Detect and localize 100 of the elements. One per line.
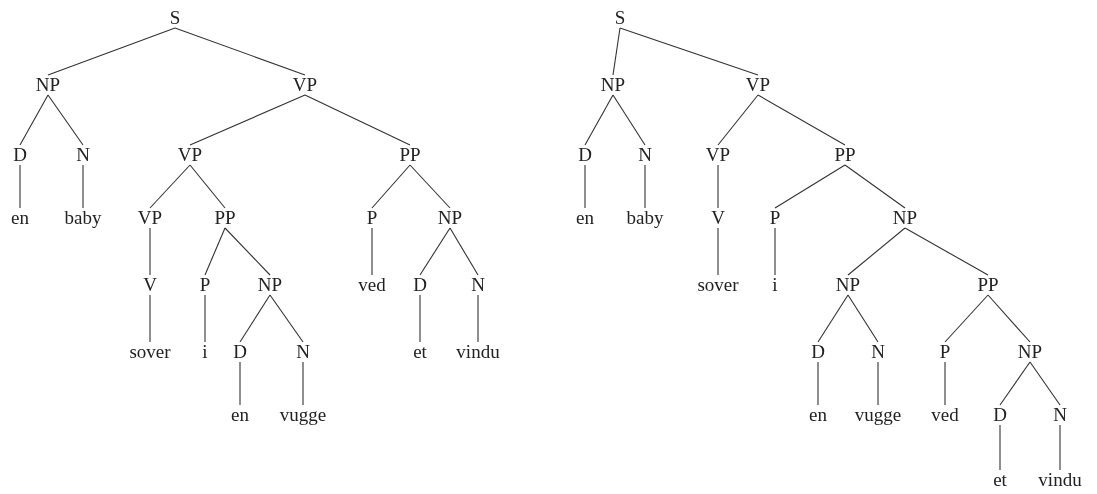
category-label: D [412,274,428,296]
tree-branch [19,94,49,146]
category-label: P [365,207,379,229]
category-label: S [613,7,627,29]
tree-branch [409,164,451,209]
tree-branch [584,94,614,146]
category-label: VP [136,207,164,229]
category-label: PP [833,144,857,166]
category-label: VP [291,74,319,96]
category-label: NP [34,74,62,96]
tree-branch [757,94,846,146]
word-label: en [10,207,30,229]
word-label: et [992,469,1008,491]
word-label: vugge [853,404,903,426]
word-label: vindu [455,341,501,363]
tree-branch [847,294,879,343]
tree-branch [47,27,176,76]
tree-branch [612,27,621,76]
category-label: N [1052,404,1068,426]
word-label: i [771,274,779,296]
tree-branch [189,164,226,209]
word-label: vugge [278,404,328,426]
word-label: en [230,404,250,426]
word-label: vindu [1037,469,1083,491]
category-label: NP [834,274,862,296]
category-label: N [870,341,886,363]
category-label: P [938,341,952,363]
tree-branch [239,294,271,343]
category-label: D [992,404,1008,426]
category-label: N [75,144,91,166]
category-label: N [470,274,486,296]
word-label: baby [63,207,103,229]
category-label: V [710,207,726,229]
tree-branch [419,294,421,343]
tree-branch [189,94,306,146]
tree-branch [47,94,84,146]
word-label: sover [128,341,172,363]
category-label: D [810,341,826,363]
category-label: D [232,341,248,363]
tree-branch [224,227,271,276]
tree-branch [944,294,989,343]
tree-branch [877,361,879,406]
word-label: i [201,341,209,363]
tree-branch [239,361,241,406]
tree-branch [817,294,849,343]
tree-branch [304,94,411,146]
word-label: baby [625,207,665,229]
tree-branch [999,424,1001,471]
tree-branch [371,227,373,276]
word-label: en [575,207,595,229]
tree-branch [717,94,759,146]
category-label: VP [744,74,772,96]
category-label: VP [176,144,204,166]
tree-branch [477,294,479,343]
tree-branch [149,294,151,343]
tree-branch [174,27,306,76]
tree-branch [82,164,84,209]
category-label: NP [599,74,627,96]
tree-branch [847,227,906,276]
category-label: D [577,144,593,166]
category-label: D [12,144,28,166]
word-label: ved [357,274,387,296]
tree-branch [302,361,304,406]
tree-branch [844,164,906,209]
category-label: PP [976,274,1000,296]
tree-branch [619,27,759,76]
category-label: P [768,207,782,229]
tree-branch [449,227,479,276]
tree-branch [817,361,819,406]
tree-branch [987,294,1031,343]
tree-branch [944,361,946,406]
category-label: NP [1016,341,1044,363]
tree-branch [371,164,411,209]
tree-branch [419,227,451,276]
word-label: ved [930,404,960,426]
tree-branch [149,164,191,209]
word-label: en [808,404,828,426]
tree-branch [774,164,846,209]
category-label: VP [704,144,732,166]
category-label: PP [398,144,422,166]
category-label: NP [891,207,919,229]
tree-branch [269,294,304,343]
tree-branch [19,164,21,209]
tree-branch [774,227,776,276]
tree-branch [717,227,719,276]
category-label: N [295,341,311,363]
tree-branch [904,227,989,276]
category-label: NP [436,207,464,229]
tree-branch [204,227,226,276]
word-label: sover [696,274,740,296]
tree-branch [999,361,1031,406]
category-label: PP [213,207,237,229]
category-label: N [637,144,653,166]
tree-branch [584,164,586,209]
tree-branch [204,294,206,343]
tree-branch [1059,424,1061,471]
word-label: et [412,341,428,363]
tree-branch [717,164,719,209]
tree-branch [1029,361,1061,406]
tree-branch [149,227,151,276]
